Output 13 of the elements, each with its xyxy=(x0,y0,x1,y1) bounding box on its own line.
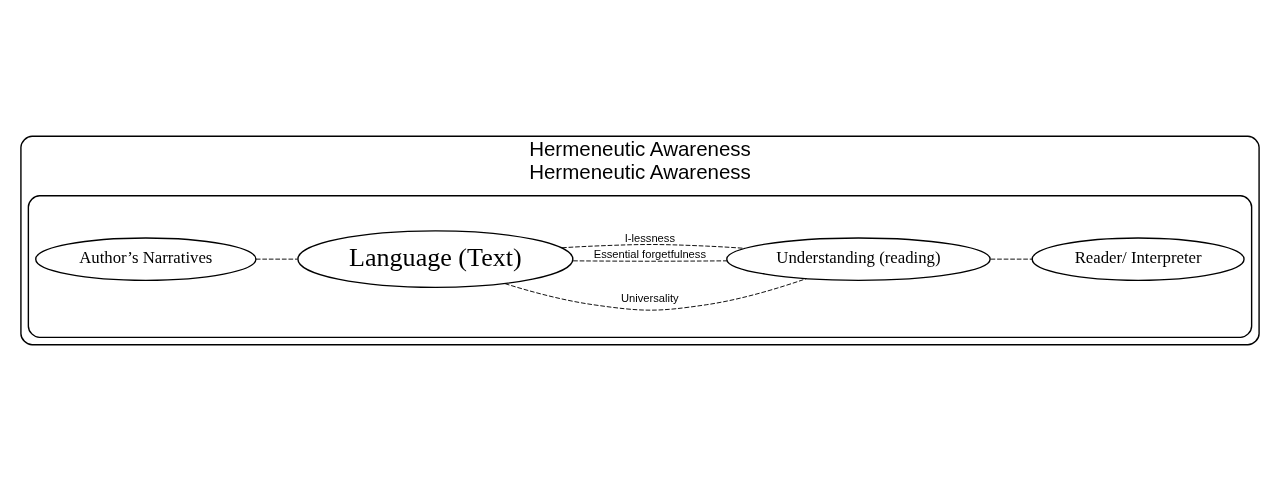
node-ellipse: Understanding (reading) xyxy=(726,237,991,282)
edge-label: I-lessness xyxy=(624,231,675,244)
connector xyxy=(504,278,807,311)
edge-label: Universality xyxy=(621,291,679,304)
cluster xyxy=(27,195,1253,339)
connector xyxy=(572,260,728,262)
edge-label: Essential forgetfulness xyxy=(593,247,706,260)
node-ellipse: Author’s Narratives xyxy=(35,237,257,282)
connector xyxy=(990,258,1033,260)
node-ellipse: Language (Text) xyxy=(297,230,574,289)
node-ellipse: Reader/ Interpreter xyxy=(1031,237,1245,282)
connector xyxy=(255,258,298,260)
connector xyxy=(561,244,746,249)
